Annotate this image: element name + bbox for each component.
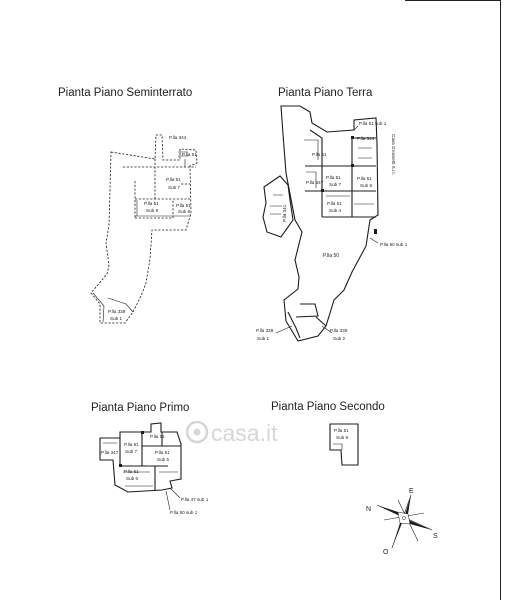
plan-seminterrato: P.lla 344 P.lla 51 P.lla 51 Sub 7 P.lla … (90, 134, 198, 324)
label: P.lla 51 (327, 201, 342, 206)
label: Sub 7 (125, 449, 137, 454)
label: Casa Grossetti S.r.l. (391, 134, 396, 175)
label: P.lla 50 sub 1 (170, 510, 198, 515)
leader-lines (165, 487, 181, 511)
terra-lower-rooms (287, 303, 327, 339)
primo-inner-thin (103, 442, 178, 487)
label: Sub 8 (146, 208, 158, 213)
compass-label-e: E (409, 488, 414, 495)
compass-label-o: O (383, 549, 389, 556)
label: P.lla 344 (169, 135, 187, 140)
title-piano-secondo: Pianta Piano Secondo (271, 401, 385, 413)
label: P.lla 51 (166, 177, 181, 182)
compass-pivot (402, 516, 406, 520)
seminterrato-lower (92, 292, 134, 323)
label: Sub 8 (178, 209, 190, 214)
terra-column (374, 229, 377, 234)
label: P.lla 344 (357, 136, 375, 141)
label: P.lla 339 (330, 328, 348, 333)
primo-outline (99, 422, 182, 493)
plan-primo: P.lla 51 P.lla 51 Sub 7 P.lla 347 P.lla … (99, 422, 209, 515)
watermark: casa.it (185, 420, 278, 446)
primo-column (141, 431, 144, 434)
label: P.lla 51 (357, 176, 372, 181)
plan-secondo: P.lla 51 Sub 9 (329, 423, 359, 466)
seminterrato-outline (90, 134, 198, 324)
label: Sub 6 (126, 476, 138, 481)
terra-outline (280, 105, 379, 342)
seminterrato-dividers (135, 200, 191, 217)
label: Sub 9 (336, 435, 348, 440)
label: P.lla 47 sub 1 (181, 497, 209, 502)
label: Sub 2 (333, 336, 345, 341)
label: P.lla 339 (256, 328, 274, 333)
compass-point (404, 495, 411, 518)
seminterrato-stair (178, 151, 188, 167)
compass-label-s: S (433, 533, 438, 540)
compass-point (377, 505, 404, 518)
terra-inner-thin (270, 139, 374, 215)
label: P.lla 51 (124, 469, 139, 474)
secondo-outline (329, 423, 359, 466)
label: P.lla 50 sub 1 (380, 242, 408, 247)
title-piano-terra: Pianta Piano Terra (278, 87, 373, 99)
compass-rose: N E S O (366, 488, 438, 556)
label: P.lla 341 (282, 204, 287, 222)
label: P.lla 51 (155, 450, 170, 455)
compass-label-n: N (366, 506, 371, 513)
title-piano-primo: Pianta Piano Primo (91, 402, 190, 414)
secondo-inner (333, 443, 343, 450)
seminterrato-inner (123, 159, 196, 219)
label: P.lla 51 (124, 442, 139, 447)
label: P.lla 347 (306, 180, 324, 185)
label: P.lla 51 (150, 434, 165, 439)
watermark-text: casa.it (211, 420, 278, 446)
title-piano-seminterrato: Pianta Piano Seminterrato (58, 87, 193, 99)
leader-lines (275, 125, 379, 334)
label: P.lla 51 (334, 428, 349, 433)
label: P.lla 51 (326, 175, 341, 180)
label: P.lla 51 (312, 152, 327, 157)
label: Sub 5 (157, 457, 169, 462)
primo-column (119, 464, 122, 467)
label: P.lla 339 (108, 309, 126, 314)
terra-column (351, 136, 354, 139)
primo-inner-walls (119, 432, 181, 491)
label: Sub 7 (329, 182, 341, 187)
plan-terra: P.lla 51 sub 1 P.lla 344 P.lla 51 P.lla … (256, 105, 408, 342)
label: P.lla 51 (176, 203, 191, 208)
terra-column (321, 189, 324, 192)
label: Sub 8 (360, 183, 372, 188)
label: P.lla 51 (182, 152, 197, 157)
label: Sub 4 (329, 208, 341, 213)
label: P.lla 50 (323, 253, 339, 259)
label: Sub 1 (257, 336, 269, 341)
compass-point (392, 518, 404, 548)
label: P.lla 51 sub 1 (359, 121, 387, 126)
sheet-border-right (500, 0, 502, 600)
terra-column (351, 164, 354, 167)
label: Sub 7 (168, 185, 180, 190)
label: P.lla 347 (101, 450, 119, 455)
label: P.lla 51 (144, 201, 159, 206)
sheet-border-top (405, 0, 501, 2)
terra-annex (262, 175, 294, 238)
label: Sub 1 (110, 316, 122, 321)
compass-point (404, 518, 432, 530)
